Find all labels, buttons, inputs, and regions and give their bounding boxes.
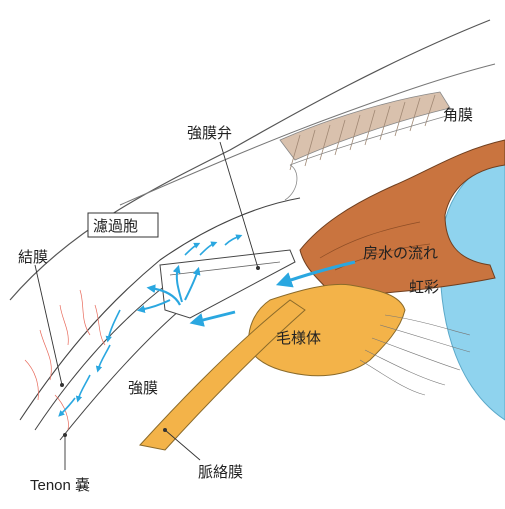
leader-scleral-flap — [219, 141, 259, 269]
label-ciliary-body: 毛様体 — [276, 329, 321, 347]
label-iris: 虹彩 — [409, 278, 439, 296]
label-aqueous-flow: 房水の流れ — [363, 244, 438, 262]
label-scleral-flap: 強膜弁 — [187, 124, 232, 142]
leader-conjunctiva — [34, 264, 63, 386]
label-cornea: 角膜 — [443, 106, 473, 124]
cornea-stripes — [279, 91, 451, 201]
label-sclera: 強膜 — [128, 379, 158, 397]
bleb-label-box — [87, 212, 159, 238]
label-tenon: Tenon 嚢 — [30, 477, 90, 494]
label-choroid: 脈絡膜 — [198, 463, 243, 481]
aqueous-flow-arrows — [58, 234, 356, 417]
zonule-fibers — [359, 314, 471, 396]
cornea-inner-line — [119, 63, 496, 206]
choroid-shape — [139, 299, 306, 451]
leader-choroid — [164, 429, 201, 461]
label-conjunctiva: 結膜 — [18, 248, 48, 266]
label-bleb: 濾過胞 — [93, 217, 138, 235]
conjunctival-vessels — [24, 289, 106, 431]
cornea-outer-surface — [9, 19, 491, 301]
sclera-outline — [19, 197, 301, 421]
